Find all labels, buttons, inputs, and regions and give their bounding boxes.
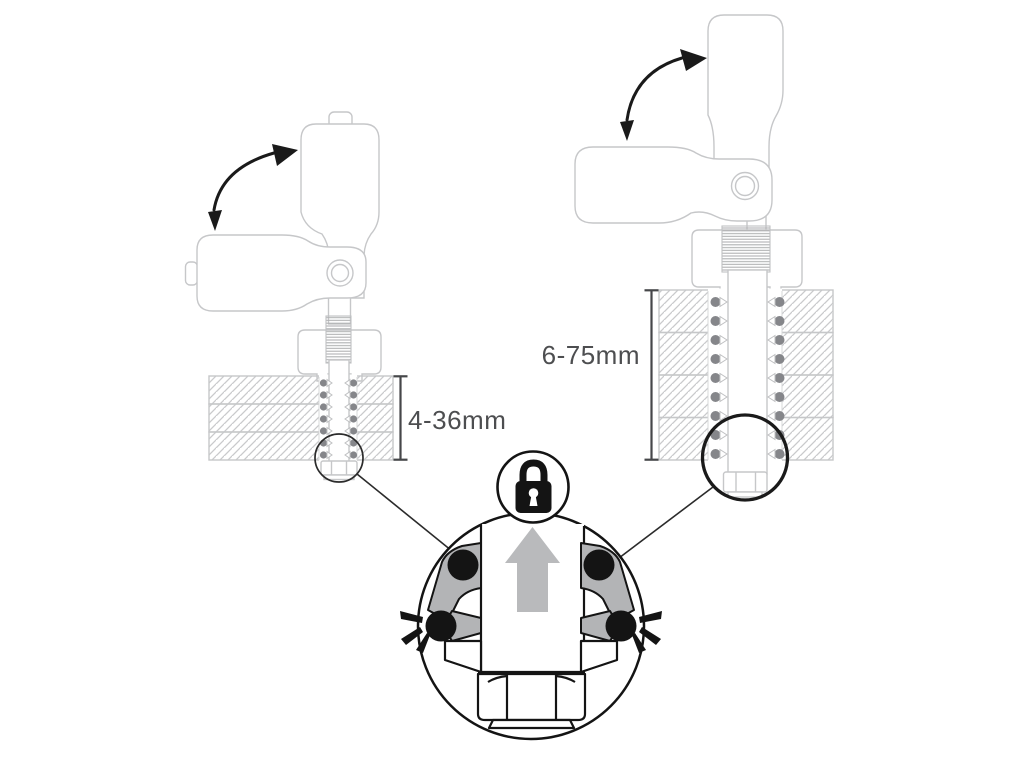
lock-badge	[496, 450, 570, 524]
lock-detail-view	[356, 450, 714, 741]
lever-folded	[196, 234, 367, 312]
dimension-left: 4-36mm	[393, 375, 506, 461]
dimension-right: 6-75mm	[542, 289, 659, 461]
left-clamp-assembly: 4-36mm	[184, 111, 506, 483]
callout-circle-left	[314, 433, 364, 483]
click-burst-icon	[632, 611, 662, 653]
lever-end-cap	[184, 261, 199, 286]
lock-ball	[605, 610, 637, 642]
rotation-arrow-icon	[620, 49, 707, 141]
locking-cage-right	[579, 542, 637, 674]
lever-raised	[707, 14, 784, 193]
click-burst-icon	[400, 611, 430, 653]
lock-ball	[425, 610, 457, 642]
bolt-shaft	[727, 269, 768, 475]
lock-icon	[515, 459, 552, 513]
callout-leader-right	[618, 486, 714, 559]
callout-leader-left	[356, 473, 453, 552]
clamp-range-label-left: 4-36mm	[408, 405, 506, 435]
lock-ball	[447, 549, 479, 581]
lock-ball	[583, 549, 615, 581]
locking-cage-left	[425, 542, 483, 674]
threaded-section	[721, 225, 771, 273]
right-clamp-assembly: 6-75mm	[542, 14, 834, 502]
hex-nut-right	[722, 471, 768, 498]
up-arrow-icon	[505, 527, 560, 612]
workpiece-stack-left	[208, 374, 394, 462]
clamp-range-label-right: 6-75mm	[542, 340, 640, 370]
cam-pivot-inner	[734, 175, 756, 197]
detent-balls-left	[319, 378, 358, 460]
lever-folded	[574, 146, 773, 224]
hex-nut-detail	[476, 670, 587, 730]
bolt-shaft	[328, 359, 350, 463]
cam-pivot-inner	[330, 263, 350, 283]
threaded-section	[325, 315, 352, 364]
hex-nut-left	[320, 460, 358, 481]
rotation-arrow-icon	[208, 144, 298, 231]
callout-circle-right	[700, 413, 790, 502]
